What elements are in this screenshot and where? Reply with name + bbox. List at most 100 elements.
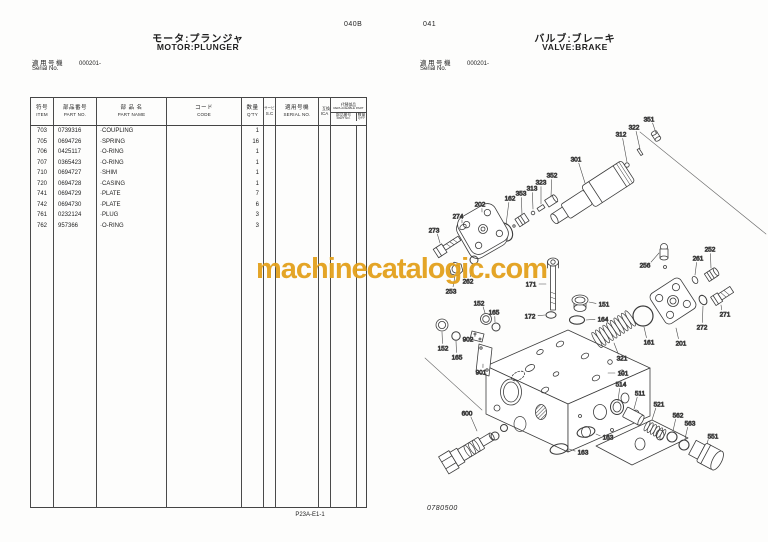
plug-152a bbox=[480, 313, 492, 325]
valve-body-101 bbox=[485, 329, 689, 466]
leader-line bbox=[635, 131, 641, 150]
part-label: 551 bbox=[708, 433, 719, 440]
cell-ica bbox=[318, 189, 331, 200]
spring-521 bbox=[643, 420, 667, 440]
left-serial-label-jp: 適用号機 bbox=[32, 60, 64, 67]
right-page-code: 041 bbox=[423, 21, 437, 28]
col-ica: 互換性ICA bbox=[318, 97, 331, 126]
cell-serial bbox=[275, 147, 319, 158]
leader-line bbox=[578, 162, 586, 184]
cell-r_qty bbox=[356, 199, 367, 210]
cell-sc bbox=[263, 125, 276, 137]
cell-part_no: 0694730 bbox=[53, 199, 97, 210]
part-label: 901 bbox=[476, 369, 487, 376]
leader-line bbox=[595, 433, 601, 437]
washer-172 bbox=[545, 311, 557, 319]
bolt-273 bbox=[432, 235, 462, 259]
oring-312 bbox=[624, 162, 630, 168]
part-label: 171 bbox=[526, 281, 537, 288]
left-serial-label-en: Serial No. bbox=[32, 66, 59, 72]
part-label: 201 bbox=[676, 340, 687, 347]
valve-256 bbox=[659, 243, 669, 269]
leader-line bbox=[437, 233, 441, 244]
cell-code bbox=[166, 220, 242, 231]
cell-part_no: 0694728 bbox=[53, 178, 97, 189]
cell-item: 703 bbox=[30, 125, 54, 137]
cell-r_qty bbox=[356, 136, 367, 147]
cell-qty: 1 bbox=[241, 157, 264, 168]
cell-r_part bbox=[330, 178, 357, 189]
cell-code bbox=[166, 189, 242, 200]
cell-part_name: ·SPRING bbox=[96, 136, 167, 147]
part-label: 313 bbox=[527, 185, 538, 192]
left-page-code: 040B bbox=[344, 21, 363, 28]
part-label: 312 bbox=[616, 131, 627, 138]
leader-line bbox=[720, 304, 723, 311]
cell-item: 762 bbox=[30, 220, 54, 231]
cell-sc bbox=[263, 178, 276, 189]
cell-serial bbox=[275, 168, 319, 179]
leader-line bbox=[482, 306, 486, 314]
cell-part_no: 0739316 bbox=[53, 125, 97, 137]
piston-511 bbox=[622, 406, 645, 426]
part-label: 101 bbox=[618, 370, 629, 377]
plate-902 bbox=[469, 330, 485, 343]
cell-empty bbox=[166, 231, 242, 508]
cell-code bbox=[166, 210, 242, 221]
part-label: 165 bbox=[452, 354, 463, 361]
cell-r_part bbox=[330, 220, 357, 231]
pin-323 bbox=[536, 204, 546, 212]
cell-empty bbox=[30, 231, 54, 508]
cell-serial bbox=[275, 220, 319, 231]
leader-line bbox=[617, 388, 620, 402]
cell-code bbox=[166, 125, 242, 137]
part-label: 252 bbox=[705, 246, 716, 253]
cell-r_part bbox=[330, 136, 357, 147]
piston-assembly bbox=[610, 399, 724, 471]
leader-line bbox=[613, 342, 619, 355]
part-label: 163 bbox=[603, 434, 614, 441]
spool-301 bbox=[512, 130, 662, 228]
part-label: 253 bbox=[446, 288, 457, 295]
leader-line bbox=[585, 318, 596, 321]
part-label: 323 bbox=[536, 179, 547, 186]
oring-165a bbox=[491, 322, 501, 332]
cell-qty: 6 bbox=[241, 199, 264, 210]
plug-352 bbox=[544, 194, 559, 208]
cell-ica bbox=[318, 168, 331, 179]
leader-line bbox=[702, 305, 704, 323]
part-label: 902 bbox=[463, 336, 474, 343]
leader-line bbox=[568, 448, 576, 452]
cell-part_no: 0694729 bbox=[53, 189, 97, 200]
seat-261 bbox=[691, 276, 699, 284]
part-label: 262 bbox=[463, 278, 474, 285]
drawing-number: 0780500 bbox=[427, 505, 458, 512]
cell-qty: 7 bbox=[241, 189, 264, 200]
plug-151 bbox=[571, 294, 589, 312]
cell-item: 742 bbox=[30, 199, 54, 210]
cell-sc bbox=[263, 136, 276, 147]
bolt-171 bbox=[547, 257, 559, 311]
cell-empty bbox=[96, 231, 167, 508]
right-serial-label-en: Serial No. bbox=[420, 66, 447, 72]
cell-part_name: ·O-RING bbox=[96, 220, 167, 231]
cell-sc bbox=[263, 147, 276, 158]
cell-r_qty bbox=[356, 220, 367, 231]
part-label: 514 bbox=[616, 381, 627, 388]
leader-line bbox=[672, 418, 676, 432]
cell-sc bbox=[263, 168, 276, 179]
cell-code bbox=[166, 178, 242, 189]
left-serial-value: 000201- bbox=[79, 61, 102, 67]
cell-serial bbox=[275, 199, 319, 210]
construction-lines bbox=[424, 131, 767, 411]
leader-line bbox=[675, 327, 679, 340]
cell-r_part bbox=[330, 210, 357, 221]
leader-line bbox=[532, 192, 534, 210]
